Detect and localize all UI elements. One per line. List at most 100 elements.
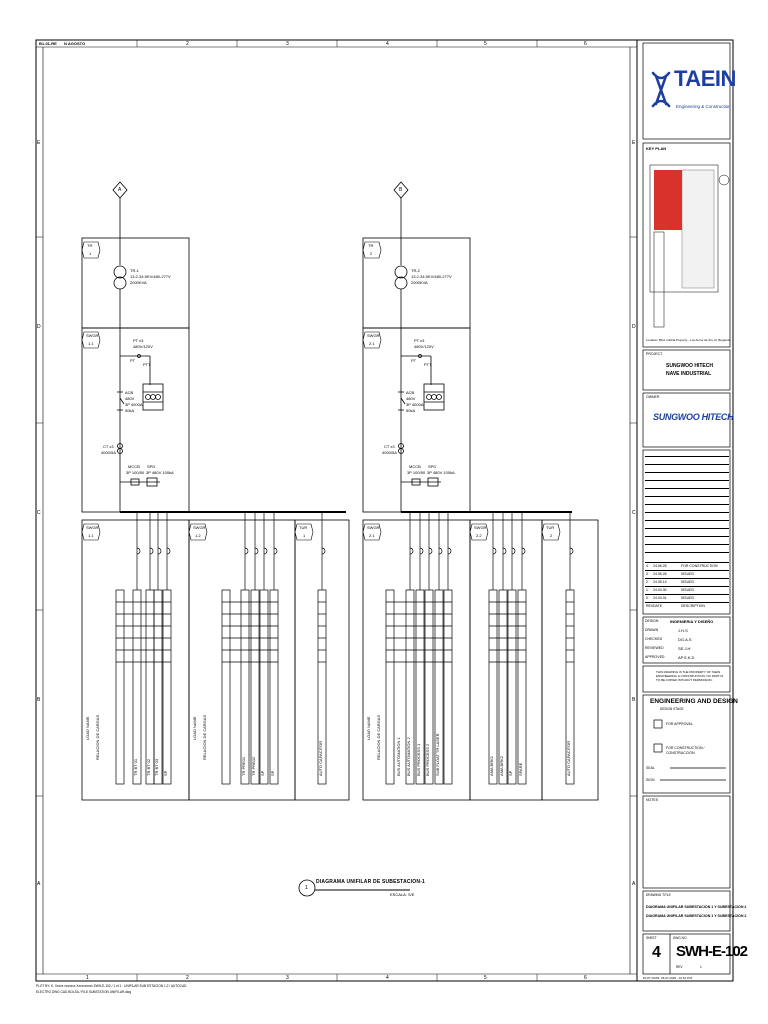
key-plan-label: KEY PLAN	[646, 146, 667, 151]
col-label-2: 2	[186, 41, 189, 47]
s1-panel1-load-label: LOAD NAME	[85, 716, 90, 740]
outer-frame	[35, 39, 734, 982]
approval-design-role: DESIGN	[645, 619, 659, 623]
tag-hexagons	[81, 241, 561, 541]
s1-panel1-title: RELACION DE CARGAS	[95, 714, 100, 760]
s1-tr-tag: TR	[87, 243, 93, 248]
s2-panel1-num: 2.1	[369, 533, 375, 538]
revision-row-empty	[645, 488, 729, 496]
taein-logo-mark	[651, 71, 671, 108]
approval-reviewed-role: REVIEWED	[645, 646, 664, 650]
check-for-approval[interactable]: FOR APPROVAL	[666, 722, 693, 726]
sheet-ref-left: B1-01-RE	[39, 41, 57, 46]
s2-panel1-load-2: BUS AUTOMATION 2	[406, 737, 411, 776]
s1-acb-ka: 50kA	[125, 408, 135, 413]
revision-row-empty	[645, 528, 729, 536]
revision-row-empty	[645, 496, 729, 504]
ownership-notice: THIS DRAWING IS THE PROPERTY OF TAEIN EN…	[656, 670, 724, 682]
col-label-3: 3	[286, 41, 289, 47]
s1-panel2-num: 1.2	[195, 533, 201, 538]
s1-pt-fuse: PTT	[143, 362, 151, 367]
column-ticks	[36, 40, 637, 981]
revision-row-empty	[645, 504, 729, 512]
s2-panel3-load-1: AUTO CAPACITOR	[566, 740, 571, 776]
revision-description: DESCRIPTION	[681, 604, 705, 608]
dwg-label: DWG NO.	[673, 936, 688, 940]
title-circle	[298, 879, 316, 897]
s2-pt-sub: PT	[411, 358, 417, 363]
project-label: PROJECT	[646, 352, 663, 356]
revision-row-empty	[645, 480, 729, 488]
row-label-e-left: E	[37, 140, 41, 146]
substation-2-feeders	[385, 512, 575, 785]
s2-transformer-spec2: 2000KVA	[411, 280, 428, 285]
revision-date: 24.06.25	[653, 564, 667, 568]
owner-logo: SUNGWOO HITECH	[653, 412, 734, 422]
revision-row-empty	[645, 512, 729, 520]
rev-text: REV	[676, 965, 683, 969]
owner-label: OWNER	[646, 395, 660, 399]
s2-panel2-load-2: AMA BRK2	[499, 755, 504, 776]
diagram-scale: ESCALA: S/E	[390, 892, 415, 897]
s2-panel2-tag: SWGR	[474, 525, 487, 530]
s2-panel1-load-3: BUS PROCESS 1	[416, 743, 421, 776]
footer-note-1: PLOT BY: K. Xxxxx xxxxxxx Xxxxxxxxxx SWH…	[36, 984, 187, 988]
dwg-number: SWH-E-102	[676, 943, 748, 960]
col-label-6: 6	[584, 41, 587, 47]
s2-panel3-num: 2	[550, 533, 553, 538]
s2-panel2-load-4: SPARE	[518, 762, 523, 776]
s1-transformer-name: TR-1	[130, 268, 139, 273]
s1-mccb-label: MCCB	[128, 464, 140, 469]
s1-swgr-num: 1.1	[88, 341, 94, 346]
s2-transformer-spec1: 13.2-34.5KV/480-277V	[411, 274, 452, 279]
s2-panel1-load-5: SUB FLOAT TR LASER	[435, 733, 440, 776]
s1-panel3-load-1: AUTO CAPACITOR	[318, 740, 323, 776]
diagram-title: DIAGRAMA UNIFILAR DE SUBESTACION-1	[316, 879, 426, 885]
company-subtitle: Engineering & Construction	[676, 104, 731, 109]
project-line2: NAVE INDUSTRIAL	[666, 371, 712, 377]
revision-description: ISSUED	[681, 596, 695, 600]
approval-design-name: INGENIERIA Y DISEÑO	[670, 619, 714, 624]
row-label-d-left: D	[37, 324, 41, 330]
s1-mccb-spec: 3P 100/50	[126, 470, 145, 475]
revision-row-empty	[645, 520, 729, 528]
s1-panel1-load-2: TR BT 02	[146, 758, 151, 776]
title-block-frame	[642, 42, 731, 975]
revision-no: 2	[646, 580, 648, 584]
key-plan	[649, 164, 730, 328]
approval-checked-role: CHECKED	[645, 637, 663, 641]
s2-ct-ratio: 4000/5A	[382, 450, 397, 455]
s1-acb-label: ACB	[125, 390, 134, 395]
revision-row-empty	[645, 472, 729, 480]
s1-panel2-load-3: SP	[260, 770, 265, 776]
revision-date: 24.05.14	[653, 580, 667, 584]
s1-panel1-load-1: TR BT 01	[133, 758, 138, 776]
s2-mccb-spec: 3P 100/50	[407, 470, 426, 475]
check-for-construction[interactable]: FOR CONSTRUCTION / CONSTRUCCION	[666, 746, 705, 755]
s2-tr-tag: TR	[368, 243, 374, 248]
sheet-number: 4	[652, 944, 661, 961]
s2-mccb-label: MCCB	[409, 464, 421, 469]
s1-panel1-load-3: TR BT 03	[154, 758, 159, 776]
s1-feeder-letter: A	[118, 187, 122, 193]
row-label-a-right: A	[632, 881, 636, 887]
s1-panel3-tag: TUR	[299, 525, 308, 530]
s2-transformer-name: TR-2	[411, 268, 420, 273]
s1-panel2-load-2: TR PRE02	[251, 756, 256, 776]
s1-pt-sub: PT	[130, 358, 136, 363]
s1-panel1-num: 1.1	[88, 533, 94, 538]
s2-panel1-load-label: LOAD NAME	[366, 716, 371, 740]
revision-no: 3	[646, 572, 648, 576]
revision-row-empty	[645, 552, 729, 560]
row-label-d-right: D	[632, 324, 636, 330]
s1-panel3-num: 1	[303, 533, 306, 538]
s2-pt-fuse: PTT	[424, 362, 432, 367]
revision-row-empty	[645, 544, 729, 552]
col-label-4: 4	[386, 41, 389, 47]
s2-panel1-tag: SWGR	[367, 525, 380, 530]
